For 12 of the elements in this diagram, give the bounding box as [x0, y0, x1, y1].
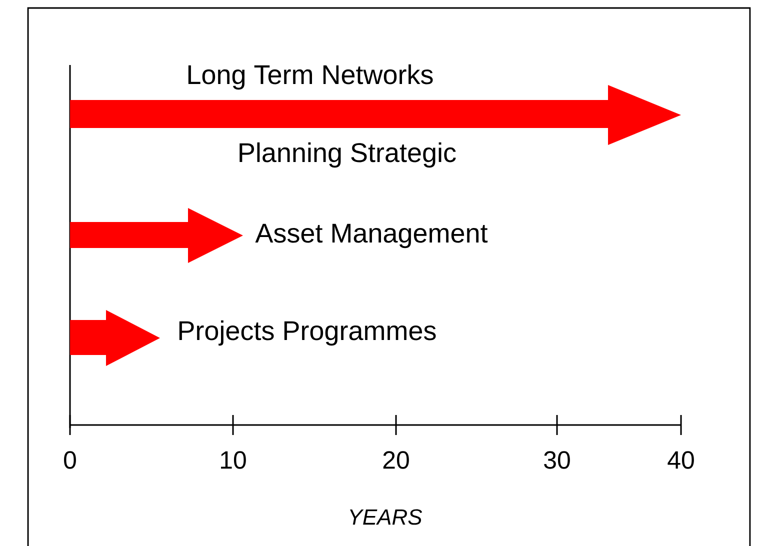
tick-label: 40	[668, 451, 694, 469]
axis-title: YEARS	[350, 509, 422, 525]
tick-label: 10	[221, 451, 246, 469]
arrow	[70, 310, 160, 366]
arrow-label: Long Term Networks	[188, 64, 433, 90]
tick-label: 30	[544, 451, 570, 469]
arrow	[70, 208, 243, 263]
tick-label: 0	[64, 451, 76, 469]
arrow-label: Asset Management	[255, 224, 488, 248]
arrow-label: Projects Programmes	[179, 320, 436, 346]
arrow-label: Planning Strategic	[240, 142, 456, 168]
tick-label: 20	[383, 451, 409, 469]
